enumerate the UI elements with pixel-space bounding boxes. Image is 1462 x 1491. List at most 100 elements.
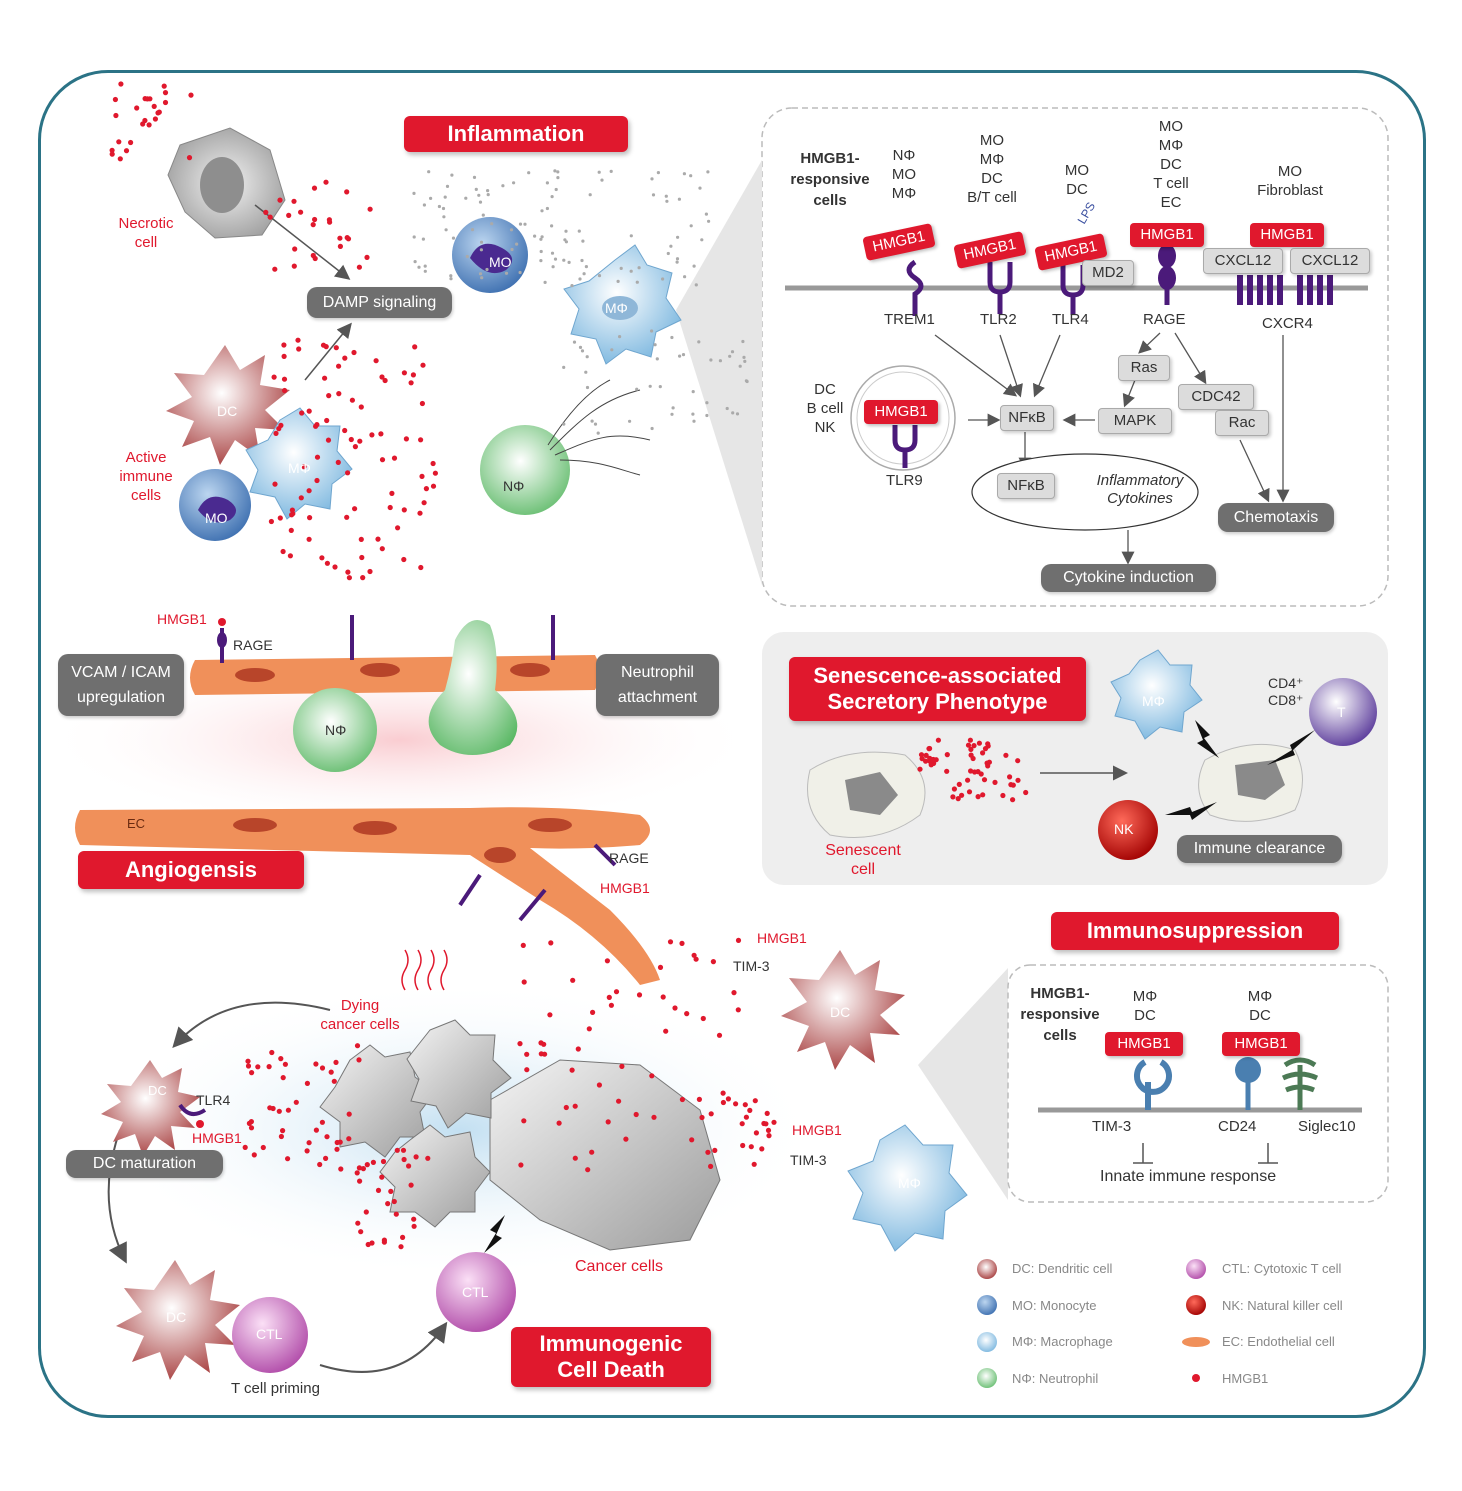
cytokine-dot xyxy=(666,251,670,256)
cytokine-dot xyxy=(553,257,558,261)
hmgb1-dot xyxy=(271,374,277,380)
cleared-nucleus xyxy=(1235,760,1285,800)
hmgb1-dot xyxy=(951,786,958,792)
cytokine-dots xyxy=(412,169,749,435)
cytokine-dot xyxy=(691,390,695,394)
hmgb1-dot xyxy=(604,958,611,964)
hmgb1-dot xyxy=(950,794,956,800)
cytokine-dot xyxy=(628,419,632,423)
hmgb1-dot xyxy=(337,235,343,241)
hmgb1-dot xyxy=(317,1161,323,1168)
hmgb1-dot xyxy=(327,219,333,225)
hmgb1-dot xyxy=(1015,777,1021,783)
hmgb1-dot xyxy=(118,81,124,87)
rage-hmgb1: HMGB1 xyxy=(1130,223,1204,247)
cytokine-dot xyxy=(543,280,547,284)
cxcr4-receptor-1 xyxy=(1237,275,1283,305)
hmgb1-dot xyxy=(109,147,115,153)
hmgb1-dot xyxy=(355,1220,361,1226)
cytokine-dot xyxy=(582,272,586,276)
hmgb1-dot xyxy=(700,1015,706,1022)
hmgb1-dot xyxy=(249,1070,255,1076)
infl-responsive-line1: HMGB1- xyxy=(800,150,860,167)
tlr2-receptor xyxy=(987,262,1013,314)
vcam-pill: VCAM / ICAM upregulation xyxy=(58,654,184,716)
ec-nucleus-2 xyxy=(360,663,400,677)
cytokine-dot xyxy=(427,170,431,174)
hmgb1-dot xyxy=(307,515,313,521)
cytokine-dot xyxy=(479,248,483,252)
hmgb1-dot xyxy=(245,1063,252,1069)
cd24-cell-0: MΦ xyxy=(1247,988,1273,1005)
hmgb1-dot xyxy=(418,564,424,571)
cytokine-dot xyxy=(486,193,490,197)
cd24-hmgb1: HMGB1 xyxy=(1222,1032,1300,1056)
hmgb1-dot xyxy=(412,344,418,350)
cytokine-dot xyxy=(697,340,701,344)
hmgb1-dot xyxy=(743,1114,750,1120)
cytokine-dot xyxy=(585,385,590,390)
arrow-tlr4-nfkb xyxy=(1033,334,1061,398)
hmgb1-dot xyxy=(395,525,401,531)
hmgb1-dot xyxy=(356,1057,362,1063)
hmgb1-dot xyxy=(295,337,301,343)
arrow-ras-mapk xyxy=(1122,379,1136,408)
dying-cancer-label: Dying cancer cells xyxy=(310,996,410,1034)
inflammation-glow xyxy=(40,650,760,830)
hmgb1-dot xyxy=(720,1099,727,1106)
cytokine-dot xyxy=(650,426,654,431)
cancer-cell-cluster xyxy=(489,1059,721,1251)
hmgb1-dot xyxy=(188,92,194,98)
cytokine-dot xyxy=(585,355,589,359)
hmgb1-dot xyxy=(346,1111,352,1117)
hmgb1-dot xyxy=(633,1111,639,1118)
hmgb1-dot xyxy=(563,1104,569,1111)
tlr9-label: TLR9 xyxy=(886,472,923,489)
sasp-mphi-label: MΦ xyxy=(1142,693,1165,709)
tlr9-receptor xyxy=(892,425,918,468)
cytokine-dot xyxy=(422,203,426,207)
damp-pill: DAMP signaling xyxy=(307,287,452,318)
inflammation-nphi-cell xyxy=(480,425,570,515)
hmgb1-dot xyxy=(748,1144,754,1150)
cytokine-dot xyxy=(533,234,537,238)
hmgb1-dot xyxy=(280,548,286,555)
tlr2-cell-3: B/T cell xyxy=(967,189,1017,206)
cytokine-dot xyxy=(486,189,490,193)
dying-cancer-cell-1 xyxy=(319,1044,436,1158)
active-dc-cell xyxy=(166,345,290,465)
tlr9-cell-0: DC xyxy=(814,381,836,398)
legend-ctl-icon xyxy=(1186,1259,1206,1279)
hmgb1-dot xyxy=(281,342,287,348)
cytokine-dot xyxy=(735,412,740,416)
cytokine-dot xyxy=(705,413,709,418)
hmgb1-dot xyxy=(919,756,925,762)
hmgb1-dot xyxy=(742,1102,748,1108)
cytokine-dot xyxy=(518,270,522,275)
tim3-receptor xyxy=(1134,1059,1172,1110)
hmgb1-dot xyxy=(278,1056,284,1062)
senescent-nucleus xyxy=(845,772,898,815)
hmgb1-dot xyxy=(944,768,950,774)
active-mphi-label: MΦ xyxy=(288,460,311,476)
cytokine-dot xyxy=(550,195,554,199)
legend-hmgb1: HMGB1 xyxy=(1222,1371,1269,1386)
hmgb1-dot xyxy=(965,777,971,783)
hmgb1-dot xyxy=(944,752,950,758)
tlr9-cells: DC B cell NK xyxy=(800,380,850,437)
cytokine-dot xyxy=(423,264,427,268)
hmgb1-dot xyxy=(413,1154,419,1160)
hmgb1-dot xyxy=(747,1107,753,1113)
icd-hmgb1-label: HMGB1 xyxy=(192,1130,242,1146)
tim3-cell-1: DC xyxy=(1134,1007,1156,1024)
hmgb1-dot xyxy=(393,1211,399,1217)
cytokine-dot xyxy=(444,228,448,232)
cytokine-dot xyxy=(445,184,450,188)
hmgb1-dot xyxy=(663,1028,669,1034)
innate-response-label: Innate immune response xyxy=(1100,1168,1277,1185)
cytokine-dot xyxy=(545,181,550,185)
cytokine-dot xyxy=(619,266,623,270)
hmgb1-dot xyxy=(344,189,350,195)
hmgb1-dot xyxy=(570,977,576,983)
hmgb1-dot xyxy=(385,1201,391,1207)
